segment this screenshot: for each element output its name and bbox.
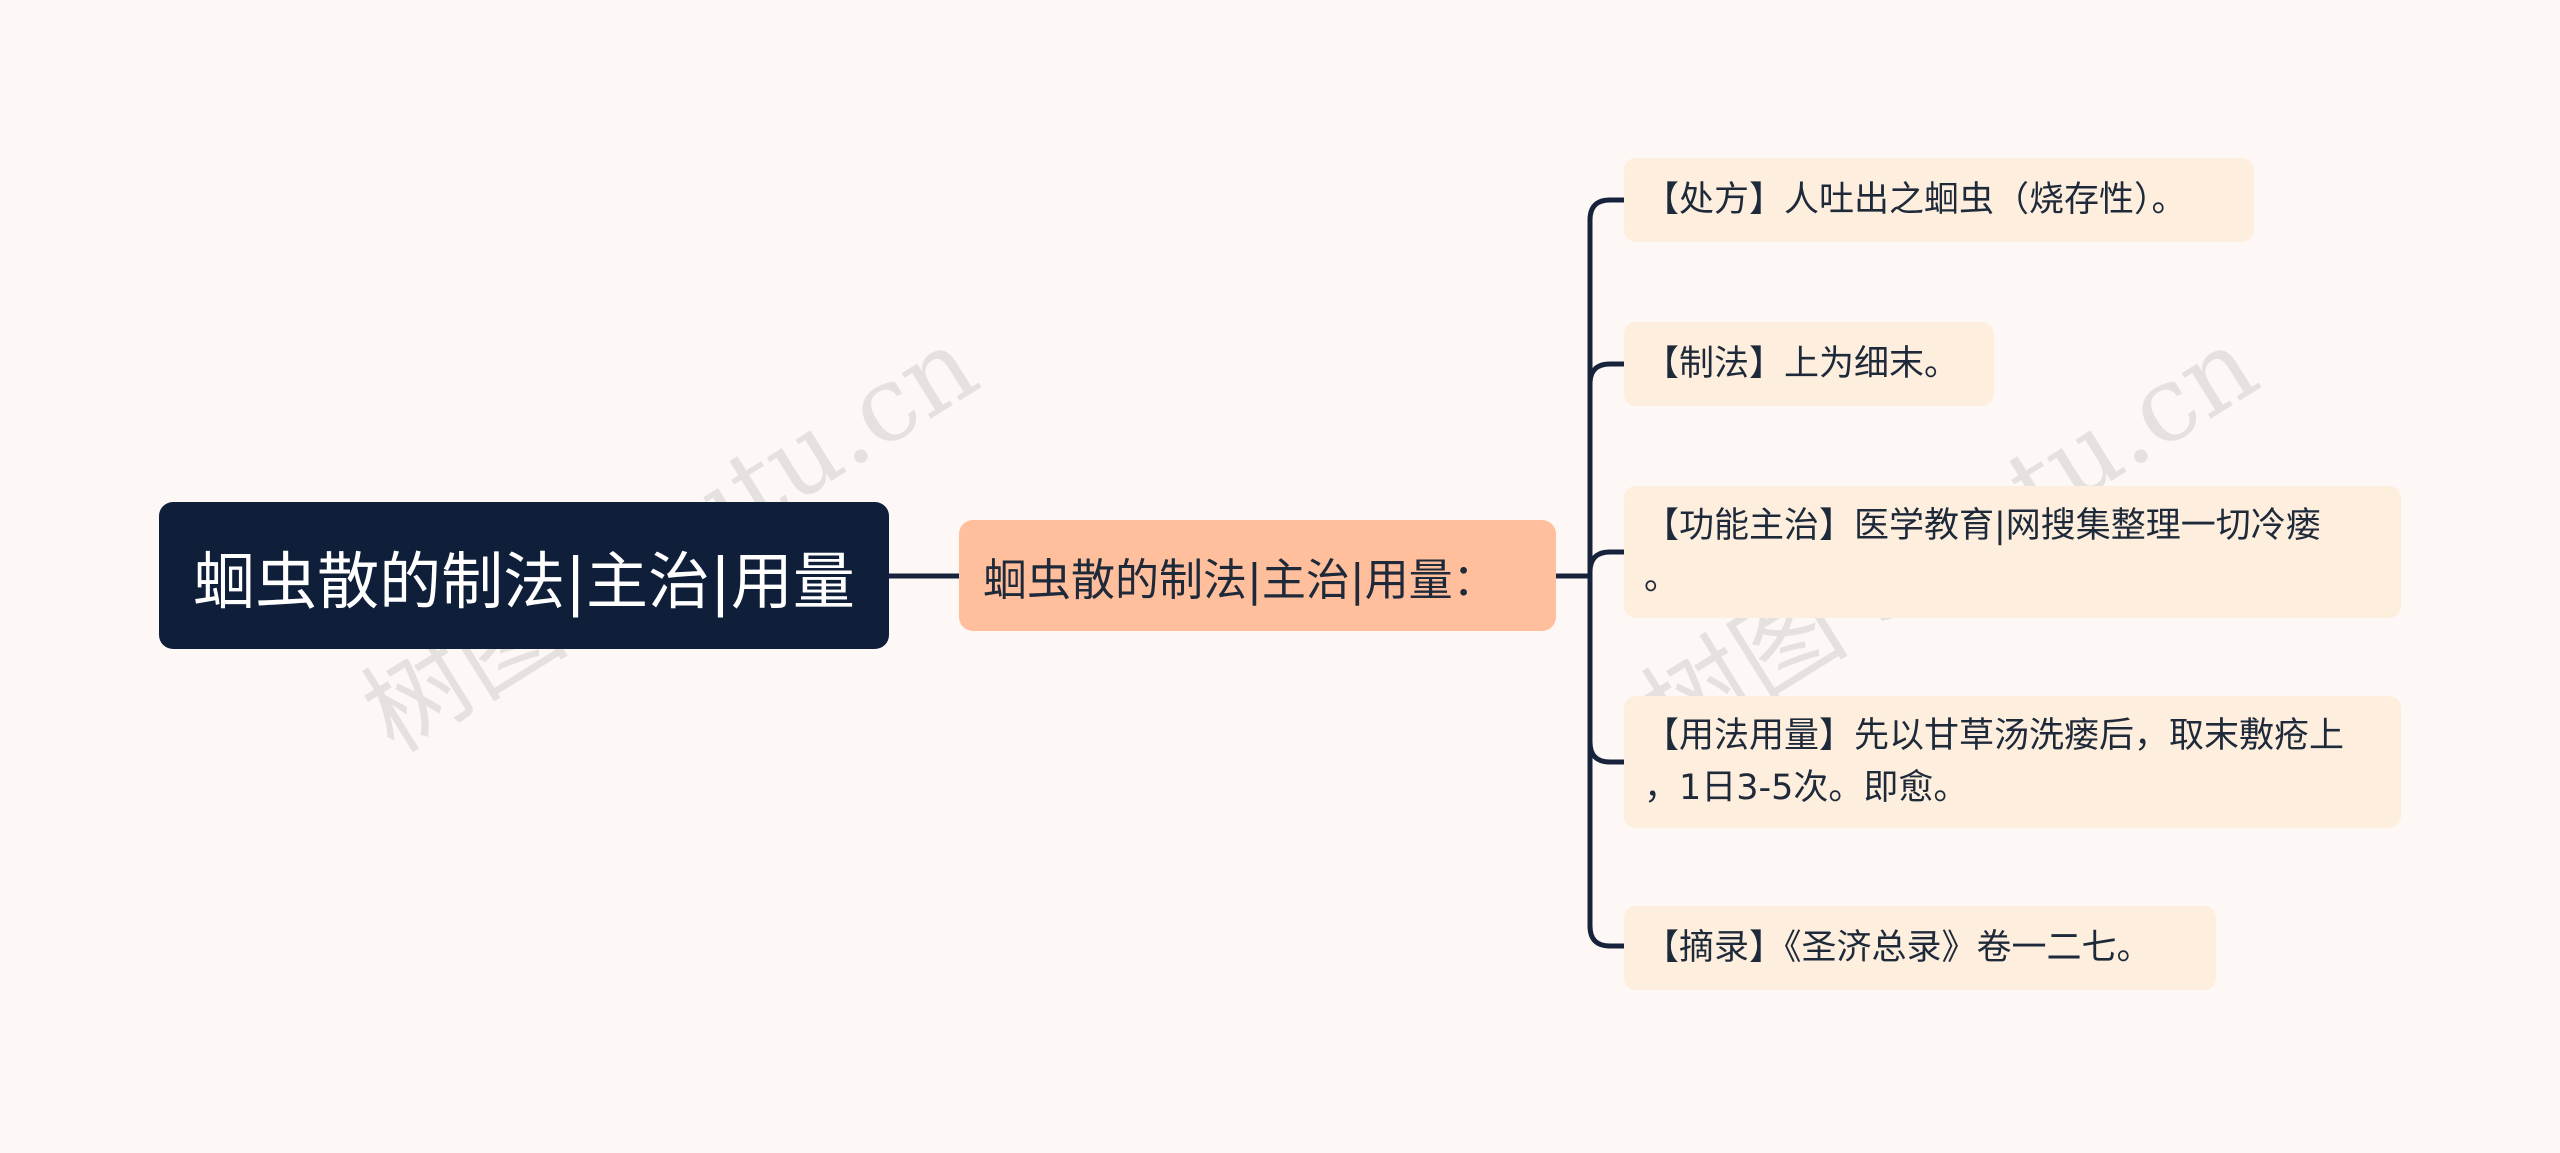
- branch-topic-label: 蛔虫散的制法|主治|用量：: [983, 554, 1497, 606]
- leaf-usage-dosage-text: 【用法用量】先以甘草汤洗瘘后，取末敷疮上 ，1日3-5次。即愈。: [1644, 716, 2345, 808]
- connector-leaf-2: [1587, 361, 1627, 579]
- root-topic-label: 蛔虫散的制法|主治|用量: [193, 544, 855, 618]
- leaf-indications[interactable]: 【功能主治】医学教育|网搜集整理一切冷瘘 。: [1624, 486, 2401, 618]
- root-topic[interactable]: 蛔虫散的制法|主治|用量: [159, 502, 889, 649]
- leaf-source[interactable]: 【摘录】《圣济总录》卷一二七。: [1624, 906, 2216, 990]
- branch-topic[interactable]: 蛔虫散的制法|主治|用量：: [959, 520, 1556, 631]
- connector-leaf-5: [1587, 573, 1627, 949]
- leaf-source-text: 【摘录】《圣济总录》卷一二七。: [1644, 928, 2152, 968]
- leaf-preparation-text: 【制法】上为细末。: [1644, 344, 1960, 384]
- connector-leaf-4: [1587, 573, 1627, 765]
- leaf-preparation[interactable]: 【制法】上为细末。: [1624, 322, 1994, 406]
- connector-leaf-3: [1587, 549, 1627, 579]
- leaf-prescription[interactable]: 【处方】人吐出之蛔虫（烧存性）。: [1624, 158, 2254, 242]
- leaf-usage-dosage[interactable]: 【用法用量】先以甘草汤洗瘘后，取末敷疮上 ，1日3-5次。即愈。: [1624, 696, 2401, 828]
- leaf-prescription-text: 【处方】人吐出之蛔虫（烧存性）。: [1644, 180, 2187, 220]
- leaf-indications-text: 【功能主治】医学教育|网搜集整理一切冷瘘 。: [1644, 506, 2321, 598]
- connector-leaf-1: [1587, 197, 1627, 579]
